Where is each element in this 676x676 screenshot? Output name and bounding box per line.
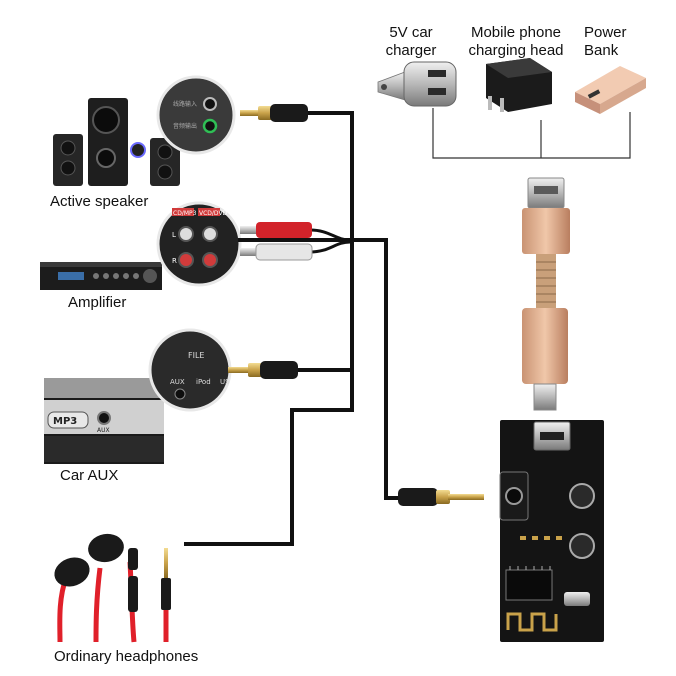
bluetooth-module-image <box>499 420 604 642</box>
power-bank-label-line1: Power <box>584 24 627 41</box>
amplifier-image: CD/MP3 VCD/DVD L R <box>40 201 242 290</box>
phone-charger-label: Mobile phone charging head <box>460 24 572 60</box>
active-speaker-image: 线路输入 音频输出 <box>53 75 236 186</box>
headphones-label: Ordinary headphones <box>54 648 199 665</box>
car-charger-label-line1: 5V car <box>389 24 433 41</box>
headphones-image <box>54 533 171 643</box>
aux-panel-usb: US <box>220 378 230 386</box>
power-bank-label-line2: Bank <box>584 42 619 59</box>
rca-tag-1: CD/MP3 <box>173 210 197 217</box>
speaker-panel-text-2: 音频输出 <box>173 122 197 130</box>
power-bank-image <box>575 66 646 114</box>
rca-tag-2: VCD/DVD <box>199 210 228 217</box>
car-aux-label: Car AUX <box>60 467 119 484</box>
car-charger-image <box>377 61 457 107</box>
main-cable <box>184 111 398 546</box>
phone-charger-label-line2: charging head <box>468 42 564 59</box>
speaker-panel-text-1: 线路输入 <box>173 100 197 108</box>
phone-charger-label-line1: Mobile phone <box>470 24 562 41</box>
car-charger-label: 5V car charger <box>372 24 450 60</box>
active-speaker-label: Active speaker <box>50 193 149 210</box>
rca-l: L <box>172 231 176 239</box>
aux-panel-file: FILE <box>188 351 204 360</box>
aux-panel-ipod: iPod <box>196 378 211 386</box>
rca-plugs <box>240 222 351 261</box>
usb-cable-image <box>522 177 570 411</box>
aux-plug-speaker <box>240 104 308 122</box>
rca-r: R <box>172 257 177 265</box>
aux-button-label: AUX <box>97 427 110 434</box>
power-bus <box>432 108 631 159</box>
aux-panel-aux: AUX <box>170 378 185 386</box>
power-bank-label: Power Bank <box>584 24 654 60</box>
phone-charger-image <box>486 58 552 112</box>
amplifier-label: Amplifier <box>68 294 127 311</box>
aux-plug-car <box>228 361 298 379</box>
car-charger-label-line2: charger <box>385 42 437 59</box>
car-stereo-badge: MP3 <box>53 416 77 427</box>
car-aux-image: MP3 AUX FILE AUX iPod US <box>44 328 232 464</box>
aux-plug-module <box>398 488 484 506</box>
